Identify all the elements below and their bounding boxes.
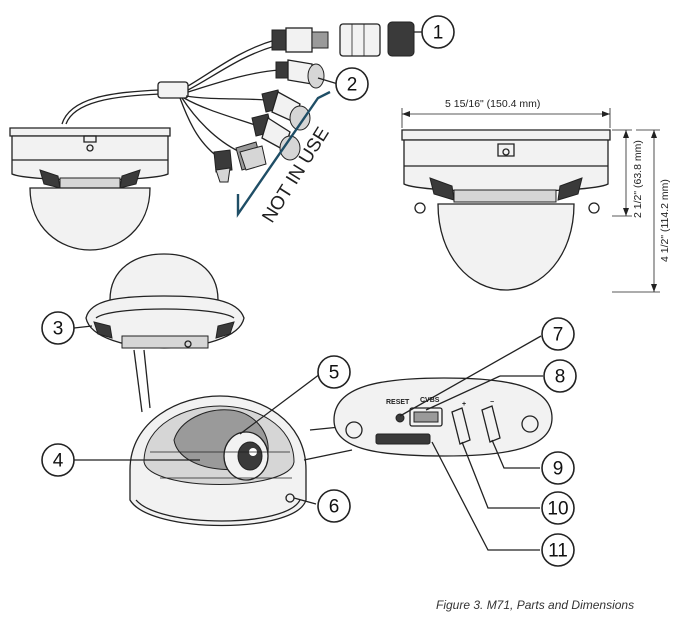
callout-11: 11 — [541, 533, 575, 567]
connector-panel: RESET CVBS + − — [333, 377, 553, 457]
dome-height-text: 2 1/2" (63.8 mm) — [632, 140, 644, 218]
svg-text:11: 11 — [548, 541, 568, 562]
svg-text:3: 3 — [53, 319, 64, 340]
callout-5: 5 — [317, 355, 351, 389]
callout-9: 9 — [541, 451, 575, 485]
dome-cover — [85, 253, 245, 413]
reset-label: RESET — [386, 399, 410, 406]
svg-text:7: 7 — [553, 325, 564, 346]
callout-1: 1 — [421, 15, 455, 49]
leader-lines — [73, 31, 543, 551]
camera-dimension-view — [401, 129, 611, 291]
figure-caption: Figure 3. M71, Parts and Dimensions — [436, 598, 634, 612]
svg-text:8: 8 — [555, 367, 566, 388]
callout-10: 10 — [541, 491, 575, 525]
unused-connectors — [213, 89, 311, 183]
base-assembly — [129, 395, 353, 527]
callout-7: 7 — [541, 317, 575, 351]
svg-text:4: 4 — [53, 451, 64, 472]
cvbs-label: CVBS — [420, 397, 440, 404]
width-dimension: 5 15/16" (150.4 mm) — [401, 98, 611, 128]
svg-text:5: 5 — [329, 363, 340, 384]
svg-text:−: − — [490, 399, 494, 406]
callout-4: 4 — [41, 443, 75, 477]
connector-1 — [271, 21, 415, 57]
svg-text:10: 10 — [547, 499, 568, 520]
callout-8: 8 — [543, 359, 577, 393]
camera-assembled-view — [9, 81, 189, 251]
width-dimension-text: 5 15/16" (150.4 mm) — [445, 98, 540, 110]
svg-text:6: 6 — [329, 497, 340, 518]
callout-6: 6 — [317, 489, 351, 523]
svg-text:+: + — [462, 401, 466, 408]
connector-2 — [275, 59, 325, 89]
total-height-dimension: 4 1/2" (114.2 mm) — [612, 129, 671, 293]
cable-harness — [179, 39, 281, 161]
callout-3: 3 — [41, 311, 75, 345]
callout-2: 2 — [335, 67, 369, 101]
dome-height-dimension: 2 1/2" (63.8 mm) — [612, 129, 644, 218]
svg-text:1: 1 — [433, 23, 444, 44]
svg-text:9: 9 — [553, 459, 564, 480]
total-height-text: 4 1/2" (114.2 mm) — [659, 179, 671, 262]
svg-text:2: 2 — [347, 75, 358, 96]
